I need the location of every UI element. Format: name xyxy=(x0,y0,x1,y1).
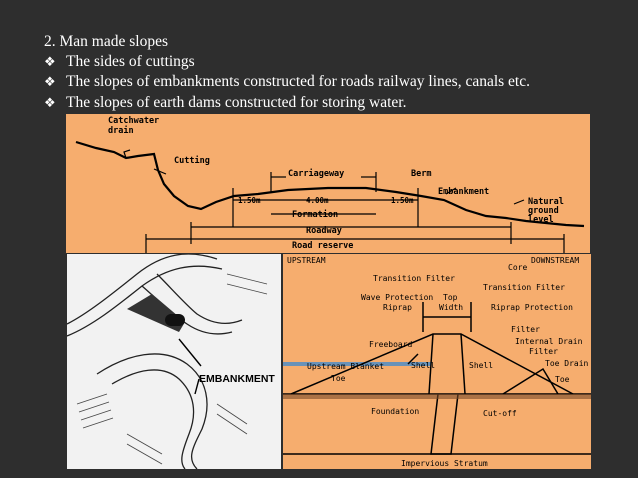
embankment-label: Embankment xyxy=(438,187,489,197)
shell-right-label: Shell xyxy=(469,361,493,370)
embankment-sketch-label: EMBANKMENT xyxy=(199,373,275,385)
top-width-label-1: Top xyxy=(443,293,458,302)
berm-label: Berm xyxy=(411,169,431,179)
transition-filter-label-2: Transition Filter xyxy=(483,283,565,292)
bullet-item: ❖ The sides of cuttings xyxy=(44,52,530,73)
dim-center-label: 4.00m xyxy=(306,196,329,205)
diamond-bullet-icon: ❖ xyxy=(44,54,56,70)
bullet-item: ❖ The slopes of earth dams constructed fo… xyxy=(44,93,530,114)
slide-text-block: 2. Man made slopes ❖ The sides of cutting… xyxy=(44,32,530,113)
foundation-label: Foundation xyxy=(371,407,419,416)
natural-ground-label-2: ground xyxy=(528,206,559,216)
bullet-text: The slopes of embankments constructed fo… xyxy=(66,73,530,90)
bullet-text: The slopes of earth dams constructed for… xyxy=(66,93,407,111)
toe-right-label: Toe xyxy=(555,375,570,384)
roadway-label: Roadway xyxy=(306,226,342,236)
diamond-bullet-icon: ❖ xyxy=(44,95,56,111)
bullet-item: ❖ The slopes of embankments constructed f… xyxy=(44,72,530,93)
natural-ground-label-1: Natural xyxy=(528,197,564,207)
diamond-bullet-icon: ❖ xyxy=(44,75,56,90)
freeboard-label: Freeboard xyxy=(369,340,413,349)
dim-right-label: 1.50m xyxy=(391,196,414,205)
natural-ground-label-3: level xyxy=(528,215,554,225)
internal-drain-label: Internal Drain xyxy=(515,337,583,346)
embankment-sketch-svg: EMBANKMENT xyxy=(66,253,275,470)
toe-drain-label: Toe Drain xyxy=(545,359,589,368)
embankment-sketch: EMBANKMENT xyxy=(66,253,281,470)
slide-heading: 2. Man made slopes xyxy=(44,33,168,50)
carriageway-label: Carriageway xyxy=(288,168,344,179)
riprap-protection-label: Riprap Protection xyxy=(491,303,573,312)
dim-left-label: 1.50m xyxy=(238,196,261,205)
earth-dam-svg: UPSTREAM DOWNSTREAM Core Transition Filt… xyxy=(283,256,591,468)
filter-label: Filter xyxy=(511,325,540,334)
top-width-label-2: Width xyxy=(439,303,463,312)
upstream-blanket-label: Upstream Blanket xyxy=(307,362,384,371)
riprap-label: Riprap xyxy=(383,303,412,312)
cutoff-label: Cut-off xyxy=(483,409,517,418)
cutting-label: Cutting xyxy=(174,155,210,166)
road-reserve-label: Road reserve xyxy=(292,241,353,251)
core-label: Core xyxy=(508,263,527,272)
catchwater-label-1: Catchwater xyxy=(108,116,159,126)
impervious-stratum-label: Impervious Stratum xyxy=(401,459,488,468)
toe-left-label: Toe xyxy=(331,374,346,383)
transition-filter-label-1: Transition Filter xyxy=(373,274,455,283)
formation-label: Formation xyxy=(292,209,338,220)
catchwater-label-2: drain xyxy=(108,125,134,136)
bullet-text: The sides of cuttings xyxy=(66,52,195,70)
road-cross-section-diagram: Catchwater drain Cutting Carriageway Ber… xyxy=(66,114,590,253)
earth-dam-cross-section: UPSTREAM DOWNSTREAM Core Transition Filt… xyxy=(283,254,591,469)
wave-protection-label: Wave Protection xyxy=(361,293,433,302)
road-cross-section-svg: Catchwater drain Cutting Carriageway Ber… xyxy=(75,116,585,253)
upstream-label: UPSTREAM xyxy=(287,256,326,265)
shell-left-label: Shell xyxy=(411,361,435,370)
downstream-label: DOWNSTREAM xyxy=(531,256,579,265)
filter-label-2: Filter xyxy=(529,347,558,356)
